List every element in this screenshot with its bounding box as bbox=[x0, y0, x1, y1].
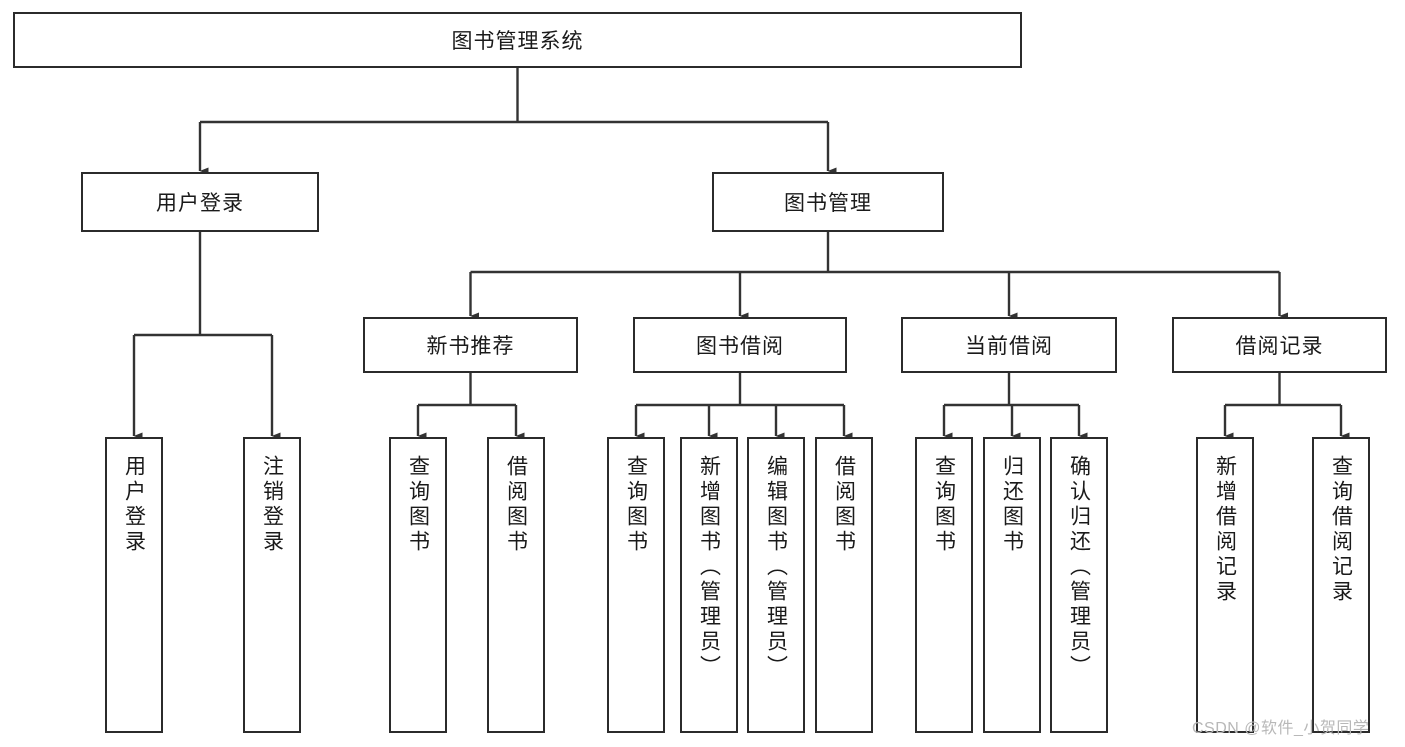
node-label: 查询图书 bbox=[406, 455, 430, 555]
node-label: 归还图书 bbox=[1000, 455, 1024, 555]
node-leaf-return-book[interactable]: 归还图书 bbox=[983, 437, 1041, 733]
node-borrow-record[interactable]: 借阅记录 bbox=[1172, 317, 1387, 373]
node-leaf-borrow-book-1[interactable]: 借阅图书 bbox=[487, 437, 545, 733]
node-leaf-query-record[interactable]: 查询借阅记录 bbox=[1312, 437, 1370, 733]
node-user-login[interactable]: 用户登录 bbox=[81, 172, 319, 232]
node-label: 用户登录 bbox=[122, 455, 146, 555]
node-leaf-borrow-book-2[interactable]: 借阅图书 bbox=[815, 437, 873, 733]
node-label: 用户登录 bbox=[156, 192, 244, 215]
node-leaf-user-login[interactable]: 用户登录 bbox=[105, 437, 163, 733]
node-new-book-recommend[interactable]: 新书推荐 bbox=[363, 317, 578, 373]
node-current-borrow[interactable]: 当前借阅 bbox=[901, 317, 1117, 373]
node-leaf-logout[interactable]: 注销登录 bbox=[243, 437, 301, 733]
node-leaf-add-record[interactable]: 新增借阅记录 bbox=[1196, 437, 1254, 733]
node-label: 当前借阅 bbox=[965, 335, 1053, 358]
node-label: 图书管理系统 bbox=[451, 30, 584, 53]
node-leaf-query-book-1[interactable]: 查询图书 bbox=[389, 437, 447, 733]
csdn-watermark: CSDN @软件_小贺同学 bbox=[1192, 720, 1370, 737]
node-label: 图书借阅 bbox=[696, 335, 784, 358]
node-label: 借阅记录 bbox=[1235, 335, 1324, 358]
node-label: 注销登录 bbox=[260, 455, 284, 555]
node-label: 借阅图书 bbox=[832, 455, 856, 555]
node-label: 查询图书 bbox=[624, 455, 648, 555]
node-leaf-add-book[interactable]: 新增图书（管理员） bbox=[680, 437, 738, 733]
node-label: 图书管理 bbox=[784, 192, 872, 215]
node-label: 借阅图书 bbox=[504, 455, 528, 555]
node-root[interactable]: 图书管理系统 bbox=[13, 12, 1022, 68]
node-label: 确认归还（管理员） bbox=[1067, 455, 1091, 680]
node-label: 新增借阅记录 bbox=[1213, 455, 1237, 605]
node-label: 查询图书 bbox=[932, 455, 956, 555]
node-leaf-confirm-return[interactable]: 确认归还（管理员） bbox=[1050, 437, 1108, 733]
node-book-manage[interactable]: 图书管理 bbox=[712, 172, 944, 232]
node-label: 编辑图书（管理员） bbox=[764, 455, 788, 680]
node-leaf-query-book-3[interactable]: 查询图书 bbox=[915, 437, 973, 733]
node-label: 查询借阅记录 bbox=[1329, 455, 1353, 605]
node-leaf-edit-book[interactable]: 编辑图书（管理员） bbox=[747, 437, 805, 733]
node-label: 新增图书（管理员） bbox=[697, 455, 721, 680]
node-book-borrow[interactable]: 图书借阅 bbox=[633, 317, 847, 373]
node-label: 新书推荐 bbox=[426, 335, 515, 358]
node-leaf-query-book-2[interactable]: 查询图书 bbox=[607, 437, 665, 733]
